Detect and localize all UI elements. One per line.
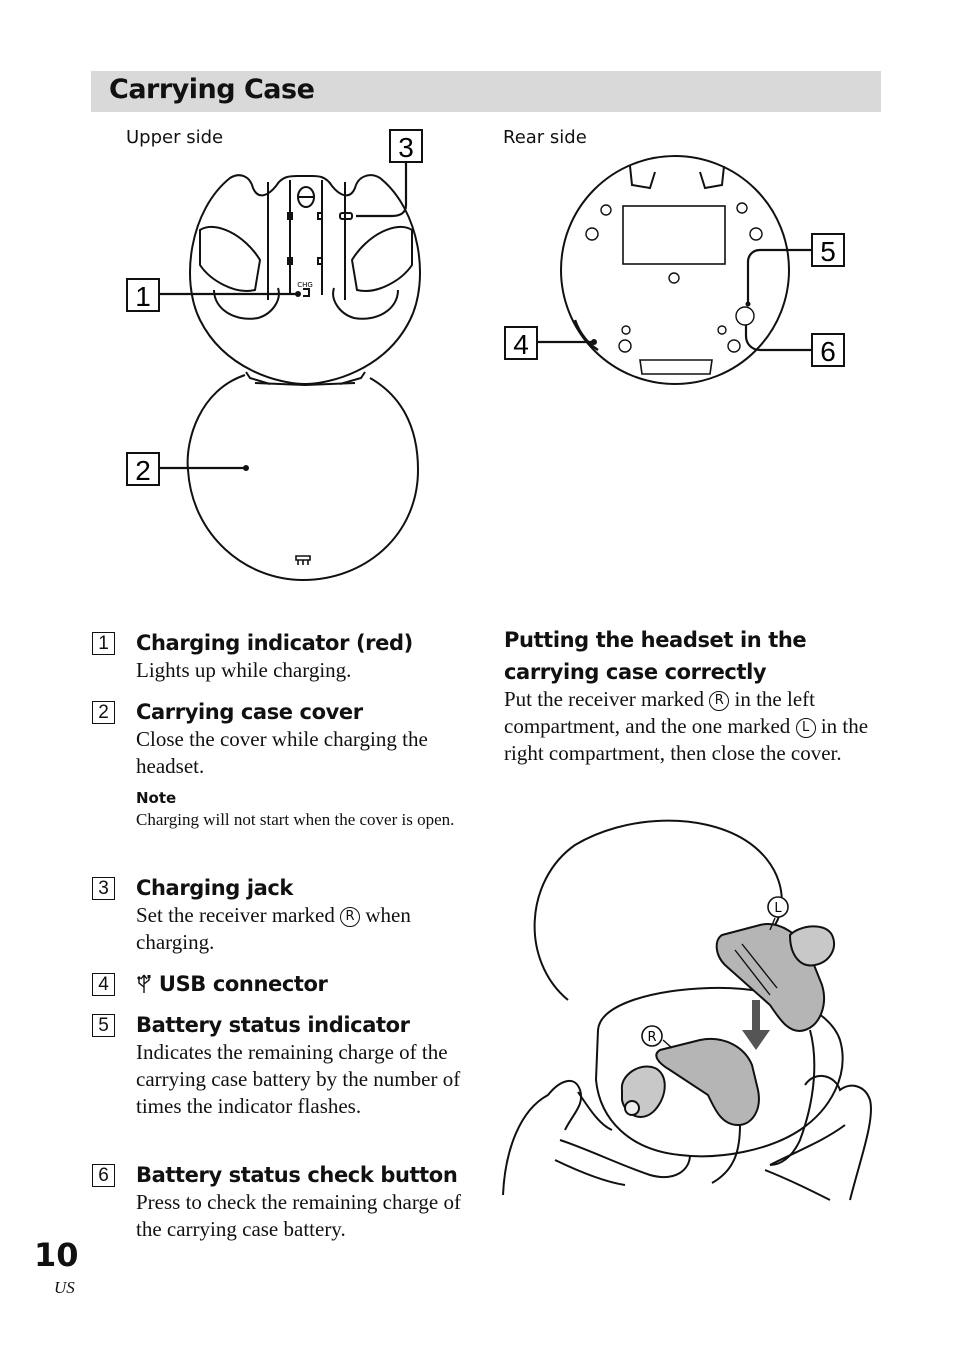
subsection-body: Put the receiver marked R in the left co… <box>504 686 884 767</box>
usb-icon <box>137 974 151 993</box>
note-title: Note <box>136 789 177 807</box>
l-mark-icon: L <box>795 718 816 738</box>
r-mark-icon: R <box>709 691 730 711</box>
upper-side-label: Upper side <box>126 127 224 148</box>
svg-text:1: 1 <box>135 281 151 312</box>
item-number: 5 <box>92 1014 115 1037</box>
item-description: Close the cover while charging the heads… <box>136 727 428 778</box>
item-description: Indicates the remaining charge of the ca… <box>136 1040 461 1118</box>
list-item: 1 Charging indicator (red) Lights up whi… <box>92 629 472 684</box>
list-item: 2 Carrying case cover Close the cover wh… <box>92 698 472 832</box>
section-title: Carrying Case <box>109 74 315 105</box>
item-description: Set the receiver marked R when charging. <box>136 902 472 956</box>
item-title: Battery status check button <box>136 1163 458 1187</box>
item-title: USB connector <box>136 970 472 998</box>
item-title: Charging indicator (red) <box>136 631 413 655</box>
item-description: Lights up while charging. <box>136 658 352 682</box>
list-item: 3 Charging jack Set the receiver marked … <box>92 874 472 956</box>
r-mark: R <box>647 1030 656 1045</box>
note-body: Charging will not start when the cover i… <box>136 810 455 829</box>
l-mark: L <box>774 901 782 916</box>
list-item: 6 Battery status check button Press to c… <box>92 1161 472 1243</box>
upper-side-figure: 1 2 3 CHG <box>126 129 423 582</box>
item-number: 2 <box>92 701 115 724</box>
section-header-bar <box>91 71 881 112</box>
list-item: 4 USB connector <box>92 970 472 998</box>
item-text: Set the receiver marked <box>136 903 335 927</box>
item-number: 3 <box>92 877 115 900</box>
body-text: Put the receiver marked <box>504 687 704 711</box>
item-title: Charging jack <box>136 876 293 900</box>
item-number: 4 <box>92 973 115 996</box>
r-mark-icon: R <box>340 907 361 927</box>
svg-text:5: 5 <box>820 236 836 267</box>
rear-side-figure: 4 5 6 <box>504 155 845 385</box>
body-text: in the left compartment, and the one mar… <box>504 687 815 738</box>
item-title-text: USB connector <box>158 972 328 996</box>
svg-text:4: 4 <box>513 329 529 360</box>
item-title: Carrying case cover <box>136 700 363 724</box>
item-number: 1 <box>92 632 115 655</box>
svg-text:3: 3 <box>398 132 414 163</box>
svg-text:6: 6 <box>820 336 836 367</box>
page-region-code: US <box>54 1278 75 1297</box>
subsection-title: Putting the headset in the carrying case… <box>504 628 807 684</box>
item-description: Press to check the remaining charge of t… <box>136 1190 461 1241</box>
svg-text:CHG: CHG <box>297 281 313 289</box>
list-item: 5 Battery status indicator Indicates the… <box>92 1011 472 1120</box>
item-title: Battery status indicator <box>136 1013 410 1037</box>
svg-text:2: 2 <box>135 455 151 486</box>
item-text: when charging. <box>136 903 411 954</box>
insert-headset-illustration: L R <box>502 819 872 1201</box>
rear-side-label: Rear side <box>503 127 587 148</box>
page-number: 10 <box>34 1236 79 1274</box>
item-number: 6 <box>92 1164 115 1187</box>
body-text: in the right compartment, then close the… <box>504 714 869 765</box>
